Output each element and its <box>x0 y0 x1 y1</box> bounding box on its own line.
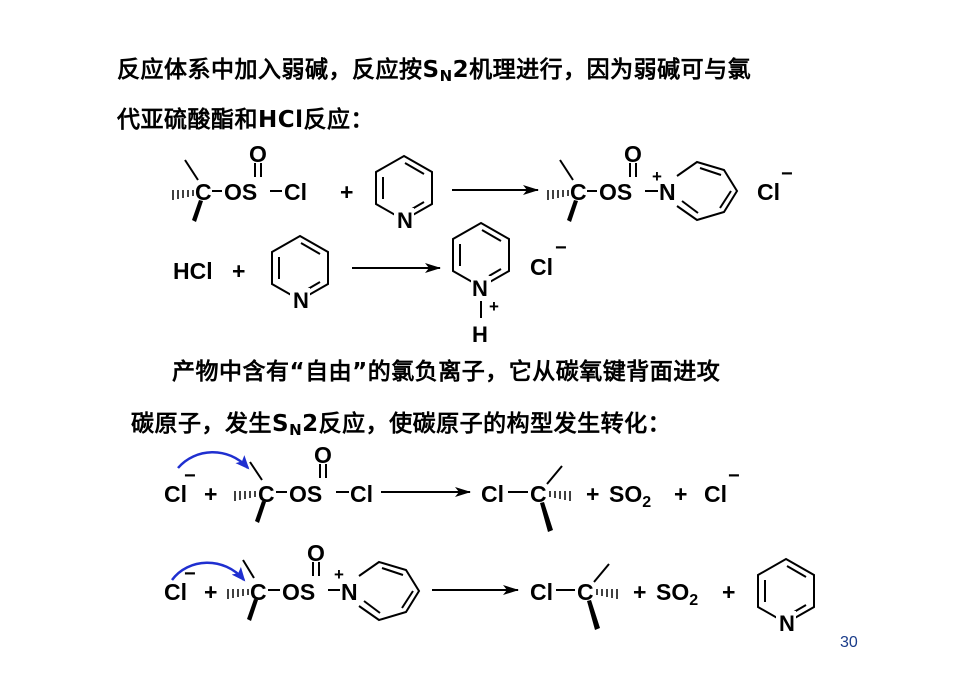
paragraph2-line2-text-b: 2反应，使碳原子的构型发生转化： <box>302 411 672 437</box>
chloride-label: Cl <box>164 579 187 605</box>
os-label: OS <box>599 179 632 205</box>
minus-charge: − <box>555 237 567 259</box>
oxygen-label: O <box>249 141 267 167</box>
nitrogen-label: N <box>397 208 413 233</box>
pyridine-ring: N <box>375 155 433 233</box>
electron-arrow <box>177 451 250 470</box>
pyridinium-ring <box>676 160 739 222</box>
wedge-bond <box>192 200 203 222</box>
paragraph1-line2: 代亚硫酸酯和HCl反应： <box>117 100 374 134</box>
os-label: OS <box>282 579 315 605</box>
carbon-label: C <box>530 481 547 507</box>
carbon-label: C <box>570 179 587 205</box>
plus-sign: + <box>722 579 735 605</box>
pyridinium-ring <box>358 560 421 622</box>
paragraph1-line1-subscript: N <box>439 67 453 85</box>
reaction-3: Cl − + C OS O Cl Cl C + <box>164 442 740 532</box>
plus-sign: + <box>674 481 687 507</box>
wedge-bond <box>587 600 600 630</box>
hashed-wedge-bond <box>596 589 618 599</box>
plus-sign: + <box>232 258 245 284</box>
paragraph2-line2-text-a: 碳原子，发生S <box>131 411 290 437</box>
plus-sign: + <box>340 179 353 205</box>
nitrogen-label: N <box>341 579 358 605</box>
hashed-wedge-bond <box>547 190 569 200</box>
carbon-label: C <box>195 179 212 205</box>
wedge-bond <box>255 501 266 523</box>
hashed-wedge-bond <box>227 589 249 599</box>
so2-label: SO2 <box>656 579 698 609</box>
oxygen-label: O <box>314 442 332 468</box>
reaction-2: HCl + N N + H Cl − <box>173 222 567 347</box>
pyridine-ring: N <box>271 235 329 313</box>
chloride-label: Cl <box>704 481 727 507</box>
pyridine-ring: N <box>757 558 815 636</box>
nitrogen-label: N <box>293 288 309 313</box>
paragraph1-line1-text-b: 2机理进行，因为弱碱可与氯 <box>452 57 752 83</box>
wedge-bond <box>247 599 258 621</box>
minus-charge: − <box>781 163 793 185</box>
plus-sign: + <box>586 481 599 507</box>
paragraph1-line2-text: 代亚硫酸酯和HCl反应： <box>117 107 375 133</box>
page-number: 30 <box>840 634 858 651</box>
oxygen-label: O <box>307 540 325 566</box>
oxygen-label: O <box>624 141 642 167</box>
plus-sign: + <box>204 579 217 605</box>
paragraph2-line1: 产物中含有“自由”的氯负离子，它从碳氧键背面进攻 <box>172 352 720 386</box>
hashed-wedge-bond <box>172 190 194 200</box>
nitrogen-label: N <box>472 276 488 301</box>
carbon-label: C <box>250 579 267 605</box>
chloride-label: Cl <box>164 481 187 507</box>
chlorine-label: Cl <box>530 579 553 605</box>
os-label: OS <box>289 481 322 507</box>
plus-sign: + <box>633 579 646 605</box>
carbon-label: C <box>258 481 275 507</box>
os-label: OS <box>224 179 257 205</box>
so2-label: SO2 <box>609 481 651 511</box>
pyridinium-ring: N <box>452 222 510 301</box>
chlorine-label: Cl <box>481 481 504 507</box>
minus-charge: − <box>728 465 740 487</box>
minus-charge: − <box>184 563 196 585</box>
reaction-1: C OS O Cl + N C OS <box>172 141 793 233</box>
plus-charge: + <box>334 565 344 584</box>
paragraph1-line1-text-a: 反应体系中加入弱碱，反应按S <box>117 57 440 83</box>
paragraph2-line2: 碳原子，发生SN2反应，使碳原子的构型发生转化： <box>131 404 671 439</box>
paragraph2-line1-text: 产物中含有“自由”的氯负离子，它从碳氧键背面进攻 <box>172 359 721 385</box>
plus-charge: + <box>652 167 662 186</box>
hcl-label: HCl <box>173 258 213 284</box>
wedge-bond <box>540 502 553 532</box>
hashed-wedge-bond <box>549 491 571 501</box>
chloride-label: Cl <box>757 179 780 205</box>
nitrogen-label: N <box>659 179 676 205</box>
nitrogen-label: N <box>779 611 795 636</box>
plus-charge: + <box>489 297 499 316</box>
chlorine-label: Cl <box>284 179 307 205</box>
carbon-label: C <box>577 579 594 605</box>
paragraph2-line2-subscript: N <box>289 421 303 439</box>
electron-arrow <box>170 561 246 582</box>
reaction-4: Cl − + C OS O + N Cl C <box>164 540 815 636</box>
chloride-label: Cl <box>530 254 553 280</box>
plus-sign: + <box>204 481 217 507</box>
chlorine-label: Cl <box>350 481 373 507</box>
paragraph1-line1: 反应体系中加入弱碱，反应按SN2机理进行，因为弱碱可与氯 <box>117 50 751 85</box>
hydrogen-label: H <box>472 322 488 347</box>
methyl-bond <box>184 159 199 181</box>
wedge-bond <box>567 200 578 222</box>
hashed-wedge-bond <box>234 491 256 501</box>
minus-charge: − <box>184 465 196 487</box>
